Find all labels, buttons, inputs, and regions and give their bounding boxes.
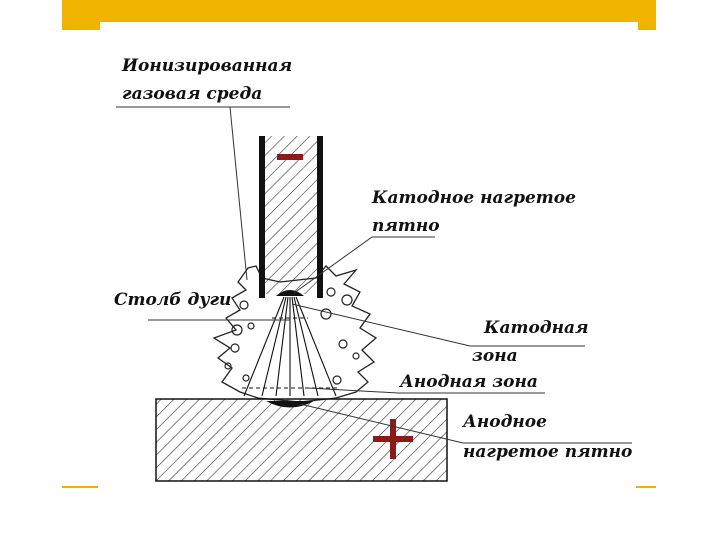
electrode-cathode — [265, 136, 317, 294]
gas-bubbles — [224, 287, 360, 385]
slide-header-bar — [62, 0, 656, 32]
label-anode-zone: Анодная зона — [400, 372, 538, 392]
label-cathode-spot-line1: Катодное нагретое — [372, 188, 576, 208]
arc-column-lines — [243, 296, 337, 397]
label-ionized-gas-line1: Ионизированная — [122, 56, 293, 76]
footer-accent-right — [636, 486, 656, 488]
header-bar-inner-white — [100, 22, 638, 32]
leader-lines — [116, 106, 632, 444]
footer-accent-left — [62, 486, 98, 488]
minus-sign-icon — [277, 154, 303, 160]
label-arc-column: Столб дуги — [114, 290, 232, 310]
label-ionized-gas-line2: газовая среда — [122, 84, 263, 104]
label-cathode-spot-line2: пятно — [372, 216, 440, 236]
ionized-gas-cloud — [212, 265, 378, 403]
plus-sign-icon — [373, 419, 413, 459]
anode-heated-spot — [266, 401, 314, 408]
label-anode-spot-line1: Анодное — [463, 412, 547, 432]
cathode-heated-spot — [276, 290, 304, 296]
label-cathode-zone-line1: Катодная — [484, 318, 589, 338]
label-cathode-zone-line2: зона — [472, 346, 518, 366]
label-anode-spot-line2: нагретое пятно — [463, 442, 633, 462]
